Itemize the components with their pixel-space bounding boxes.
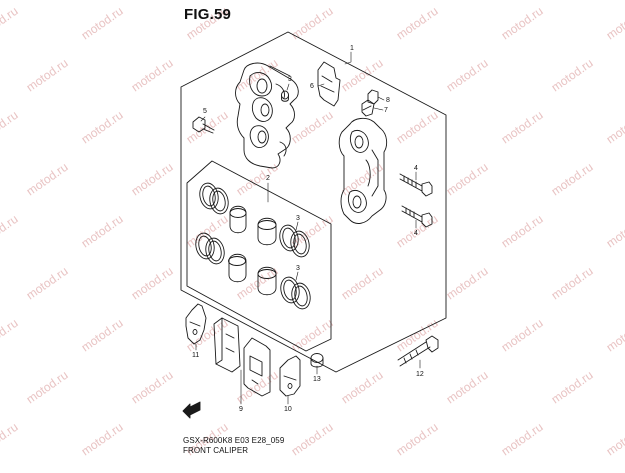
watermark-text: motod.ru [604,108,625,147]
watermark-text: motod.ru [394,316,441,355]
watermark-text: motod.ru [0,420,21,459]
callout-labels: 1 2 3 3 3 4 4 5 6 7 8 9 10 11 12 13 [192,45,424,413]
watermark-text: motod.ru [444,56,491,95]
callout-11: 11 [192,352,199,359]
watermark-text: motod.ru [289,316,336,355]
watermark-text: motod.ru [129,368,176,407]
callout-5: 5 [203,108,207,115]
figure-subtitle: FRONT CALIPER [183,446,249,455]
callout-8: 8 [386,97,390,104]
watermark-text: motod.ru [499,4,546,43]
watermark-text: motod.ru [339,368,386,407]
pad-spring [317,61,341,107]
model-code: GSX-R600K8 E03 E28_059 [183,436,285,445]
watermark-text: motod.ru [289,108,336,147]
callout-9: 9 [239,406,243,413]
leader-lines [195,51,421,405]
pad-shim-right [279,355,301,397]
watermark-text: motod.ru [129,160,176,199]
watermark-text: motod.ru [0,4,21,43]
callout-2: 2 [266,175,270,182]
watermark-text: motod.ru [79,316,126,355]
bleeder-cap [367,89,379,105]
watermark-text: motod.ru [0,212,21,251]
callout-10: 10 [284,406,292,413]
callout-3-seal-upper: 3 [296,215,300,222]
watermark-text: motod.ru [79,4,126,43]
watermark-text: motod.ru [499,212,546,251]
watermark-text: motod.ru [549,264,596,303]
watermark-text: motod.ru [24,56,71,95]
caliper-bolt-upper [399,173,433,197]
watermark-text: motod.ru [549,56,596,95]
assembly-frame [180,31,447,373]
watermark-text: motod.ru [79,212,126,251]
watermark-text: motod.ru [604,420,625,459]
mounting-bolt [397,335,439,367]
watermark-text: motod.ru [444,264,491,303]
brake-pad-rear [243,337,271,397]
watermark-text: motod.ru [24,368,71,407]
callout-12: 12 [416,371,424,378]
front-direction-arrow [182,401,201,419]
callout-7: 7 [384,107,388,114]
plug [310,353,324,368]
watermark-text: motod.ru [604,4,625,43]
callout-13: 13 [313,376,321,383]
caliper-bolt-lower [401,205,433,228]
watermark-text: motod.ru [604,212,625,251]
watermark-text: motod.ru [79,108,126,147]
seal-rings-right [279,224,311,310]
watermark-text: motod.ru [394,420,441,459]
brake-pad-front [213,317,241,373]
watermark-text: motod.ru [444,368,491,407]
watermark-text: motod.ru [499,316,546,355]
watermark-text: motod.ru [499,420,546,459]
caliper-half-left [235,62,299,169]
seal-kit-panel [186,160,332,352]
callout-6: 6 [310,83,314,90]
pad-shim-left [185,303,207,345]
watermark-text: motod.ru [339,56,386,95]
watermark-text: motod.ru [184,212,231,251]
watermark-text: motod.ru [394,108,441,147]
watermark-text: motod.ru [499,108,546,147]
watermark-text: motod.ru [24,160,71,199]
watermark-text: motod.ru [0,108,21,147]
callout-3-seal-lower: 3 [296,265,300,272]
callout-4-upper: 4 [414,165,418,172]
callout-3-bleeder-cap: 3 [288,76,292,83]
watermark-text: motod.ru [184,108,231,147]
callout-1: 1 [350,45,354,52]
watermark-text: motod.ru [394,4,441,43]
bleeder-valve [361,99,375,117]
callout-4-lower: 4 [414,230,418,237]
caliper-half-right [338,117,388,224]
watermark-text: motod.ru [129,264,176,303]
watermark-text: motod.ru [129,56,176,95]
seal-rings-left [195,182,229,265]
watermark-text: motod.ru [289,4,336,43]
figure-title: FIG.59 [184,6,232,23]
watermark-text: motod.ru [339,264,386,303]
watermark-text: motod.ru [79,420,126,459]
watermark-text: motod.ru [184,316,231,355]
watermark-text: motod.ru [24,264,71,303]
bolt-5 [192,116,215,134]
watermark-text: motod.ru [604,316,625,355]
watermark-text: motod.ru [0,316,21,355]
watermark-text: motod.ru [549,368,596,407]
watermark-text: motod.ru [549,160,596,199]
bleeder-cap-small [281,90,289,102]
watermark-text: motod.ru [444,160,491,199]
watermark-text: motod.ru [289,420,336,459]
pistons [228,205,277,296]
